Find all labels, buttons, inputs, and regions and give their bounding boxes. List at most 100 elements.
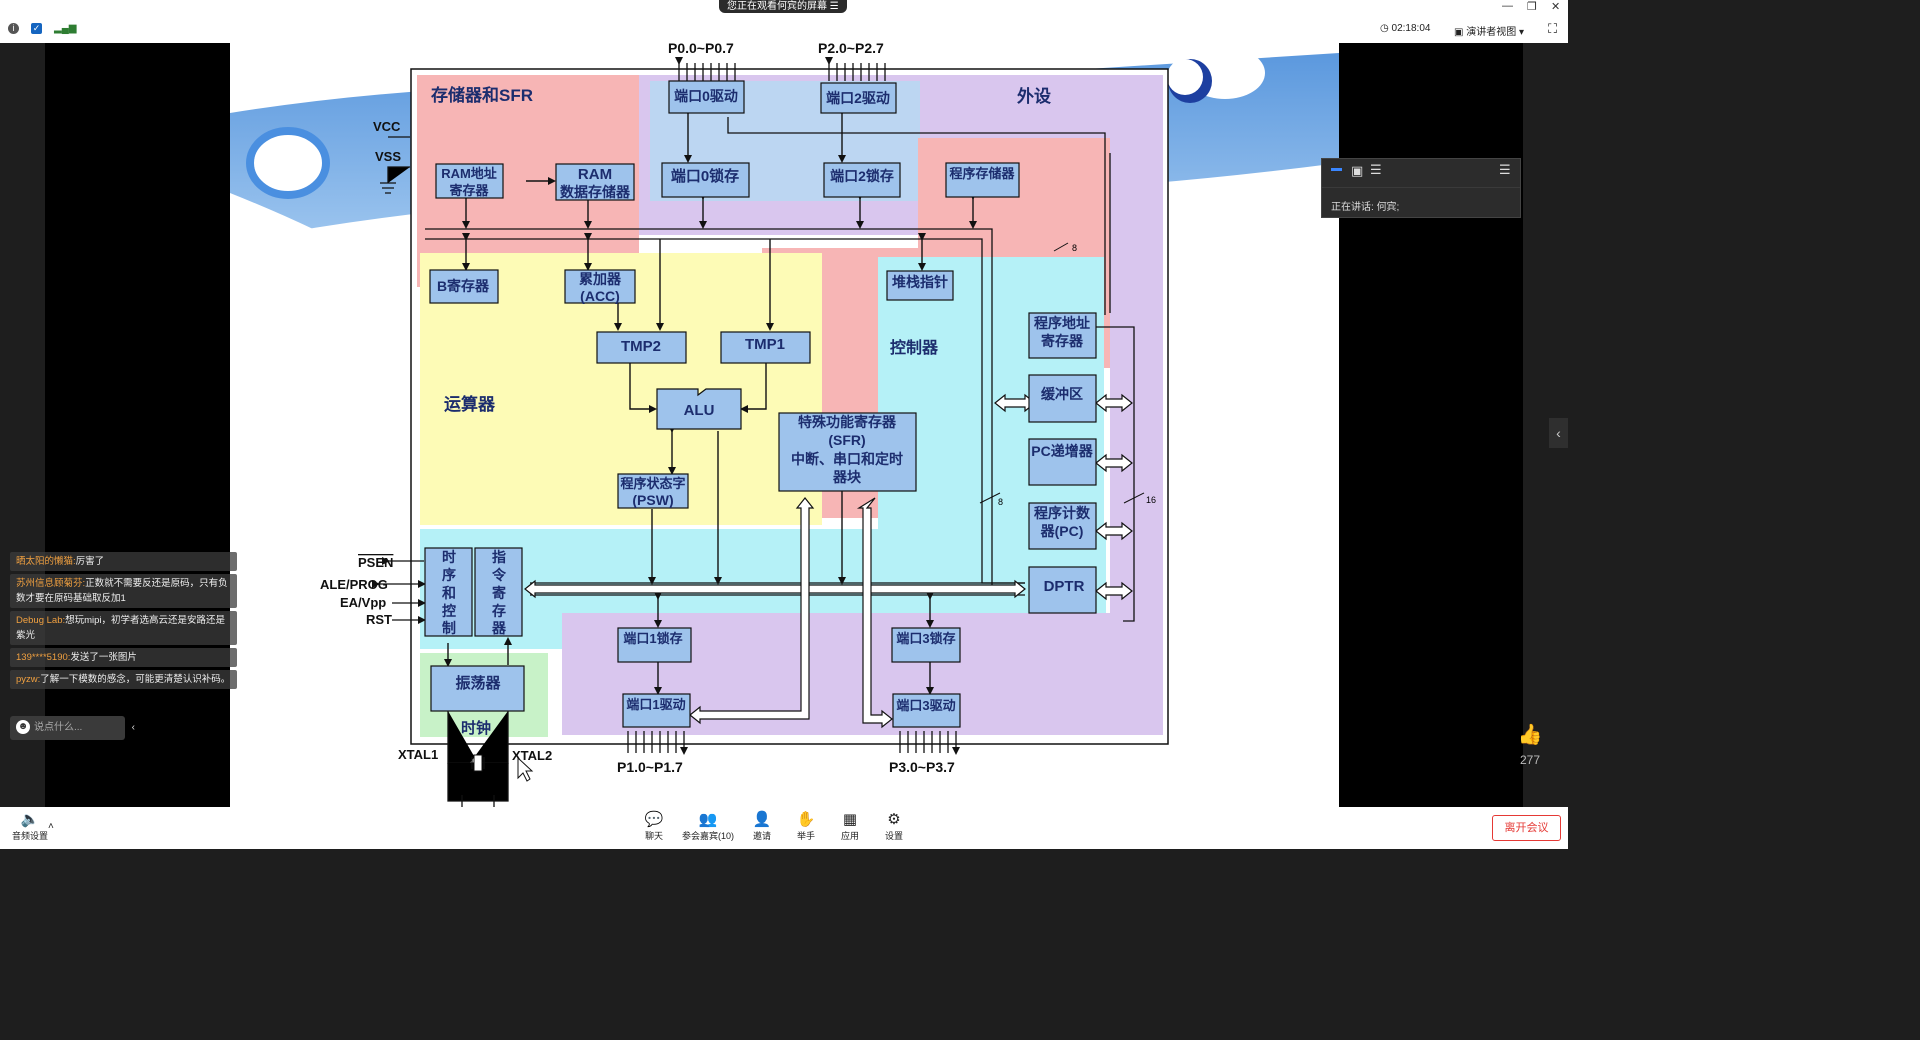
chat-user: 139****5190: (16, 652, 71, 663)
label-timing-control-1: 时 (442, 549, 456, 565)
region-title-memory: 存储器和SFR (431, 85, 533, 105)
chat-button[interactable]: 💬 聊天 (640, 811, 668, 842)
mcu-block-diagram: 存储器和SFR 外设 运算器 控制器 时钟 8 8 16 (230, 43, 1339, 807)
label-instruction-register-3: 寄 (492, 585, 506, 601)
bus-width-8b: 8 (998, 497, 1003, 507)
gear-icon: ⚙ (887, 811, 901, 828)
speaker-panel-toolbar: ▣ ☰ ☰ (1322, 159, 1520, 188)
chat-input-placeholder: 说点什么... (34, 722, 83, 733)
participants-button[interactable]: 👥 参会嘉宾(10) (680, 811, 736, 842)
bus-tick-16 (1123, 492, 1145, 504)
leave-meeting-button[interactable]: 离开会议 (1492, 815, 1561, 841)
emoji-icon[interactable]: ☻ (16, 720, 30, 735)
pin-label-rst: RST (366, 612, 392, 627)
minimize-panel-icon[interactable] (1331, 168, 1342, 171)
fullscreen-icon[interactable]: ⛶ (1548, 21, 1558, 36)
block-port0-latch (661, 162, 750, 198)
chat-message: pyzw:了解一下模数的感念，可能更清楚认识补码。 (10, 670, 237, 689)
clock-text: 02:18:04 (1391, 23, 1431, 34)
chat-user: 晒太阳的懒猫: (16, 556, 76, 567)
pin-label-p3: P3.0~P3.7 (889, 759, 955, 775)
label-sfr-2: (SFR) (828, 432, 865, 448)
window-icon[interactable]: ▣ (1351, 163, 1364, 178)
block-port1-driver (622, 693, 691, 728)
block-timing-control (424, 547, 473, 637)
raise-hand-label: 举手 (796, 831, 815, 841)
info-icon[interactable]: i (8, 23, 19, 34)
restore-icon[interactable]: ❐ (1527, 1, 1537, 13)
block-psw (617, 473, 689, 509)
invite-label: 邀请 (752, 831, 771, 841)
block-tmp1 (720, 331, 811, 364)
label-ram-address-1: RAM地址 (441, 166, 497, 181)
label-port1-latch: 端口1锁存 (623, 631, 682, 646)
pin-label-xtal2: XTAL2 (512, 748, 552, 763)
screen-share-notice[interactable]: 您正在观看何宾的屏幕 ☰ (719, 0, 847, 13)
chat-message: Debug Lab:想玩mipi，初学者选高云还是安路还是紫光 (10, 611, 237, 645)
label-ram-1: RAM (578, 166, 612, 183)
label-ram-2: 数据存储器 (560, 184, 631, 200)
panel-menu-icon[interactable]: ☰ (1499, 162, 1511, 177)
invite-button[interactable]: 👤 邀请 (748, 811, 776, 842)
apps-button[interactable]: ▦ 应用 (836, 811, 864, 842)
block-dptr (1028, 566, 1097, 614)
block-port2-latch (823, 162, 901, 198)
chat-input[interactable]: ☻ 说点什么... ‹ (10, 716, 135, 740)
label-instruction-register-5: 器 (491, 620, 507, 636)
invite-icon: 👤 (752, 811, 772, 828)
label-acc-1: 累加器 (579, 271, 622, 287)
collapse-side-panel-icon[interactable]: ‹ (1549, 418, 1568, 448)
apps-icon: ▦ (842, 811, 858, 828)
bus-tick-8b (979, 492, 1001, 504)
block-oscillator (430, 665, 525, 712)
label-program-address-1: 程序地址 (1034, 315, 1090, 331)
pin-label-psen: PSEN (358, 555, 393, 570)
label-timing-control-5: 制 (442, 620, 456, 636)
label-instruction-register-2: 令 (491, 567, 507, 583)
block-labels: 端口0驱动 端口2驱动 端口0锁存 端口2锁存 RAM地址 寄存器 RAM 数据… (437, 88, 1094, 713)
block-tmp2 (596, 331, 687, 364)
crystal-symbol (473, 754, 483, 772)
bus-tick-8a (1053, 242, 1069, 252)
label-sfr-4: 器块 (832, 469, 862, 485)
audio-settings-button[interactable]: 🔈 音频设置 (10, 811, 50, 842)
chevron-up-icon[interactable]: ˄ (48, 821, 54, 832)
region-title-alu: 运算器 (444, 394, 496, 414)
block-program-memory (945, 162, 1020, 198)
settings-button[interactable]: ⚙ 设置 (880, 811, 908, 842)
label-psw-2: (PSW) (632, 492, 673, 508)
block-port1-latch (617, 627, 692, 663)
block-port2-driver (820, 82, 897, 114)
chevron-down-icon: ▾ (1519, 27, 1525, 38)
label-timing-control-4: 控 (442, 603, 456, 619)
close-icon[interactable]: ✕ (1551, 1, 1561, 13)
view-mode-button[interactable]: ▣ 演讲者视图 ▾ (1454, 23, 1524, 38)
pin-label-xtal1: XTAL1 (398, 747, 438, 762)
speaking-label: 正在讲话: (1331, 202, 1374, 213)
arrows (444, 107, 977, 695)
minimize-icon[interactable]: — (1502, 0, 1513, 12)
list-icon[interactable]: ☰ (1370, 162, 1382, 177)
bottom-toolbar: 🔈 音频设置 ˄ 💬 聊天 👥 参会嘉宾(10) 👤 邀请 ✋ 举手 ▦ 应用 … (0, 807, 1568, 849)
label-instruction-register-1: 指 (492, 549, 506, 565)
like-button[interactable]: 👍 277 (1512, 722, 1548, 767)
meeting-clock: ◷ 02:18:04 (1380, 23, 1430, 34)
label-port3-latch: 端口3锁存 (896, 631, 955, 646)
block-pc (1028, 502, 1097, 550)
like-count: 277 (1519, 753, 1541, 767)
signal-icon[interactable]: ▂▄▆ (54, 23, 77, 34)
chat-user: Debug Lab: (16, 615, 66, 626)
label-port0-driver: 端口0驱动 (674, 88, 738, 104)
chat-label: 聊天 (644, 831, 663, 841)
shield-icon[interactable]: ✓ (31, 23, 42, 34)
label-instruction-register-4: 存 (492, 603, 506, 619)
label-ram-address-2: 寄存器 (449, 183, 489, 198)
label-pc-2: 器(PC) (1040, 523, 1084, 539)
bus-width-16: 16 (1146, 495, 1156, 505)
chat-user: pyzw: (16, 674, 41, 685)
raise-hand-button[interactable]: ✋ 举手 (792, 811, 820, 842)
chevron-left-icon[interactable]: ‹ (131, 722, 135, 733)
label-tmp2: TMP2 (621, 338, 661, 355)
chat-message: 139****5190:发送了一张图片 (10, 648, 237, 667)
hollow-arrows (524, 393, 1133, 729)
